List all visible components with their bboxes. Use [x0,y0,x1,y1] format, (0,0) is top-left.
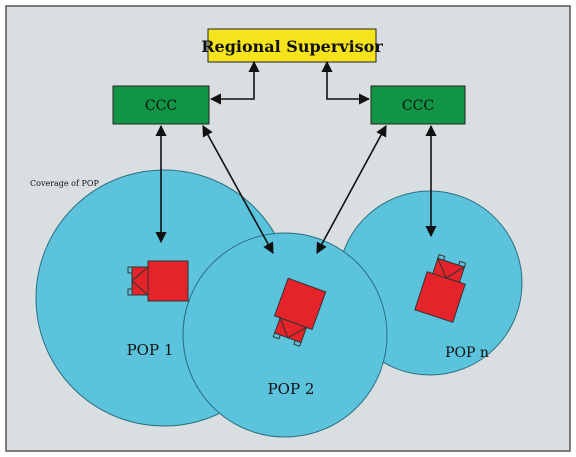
ccc-left-label: CCC [145,98,177,114]
arrow-ccc-right-pop-2 [316,125,387,254]
arrow-ccc-left-pop-2 [202,125,274,254]
ccc-right-label: CCC [402,98,434,114]
coverage-of-pop-label: Coverage of POP [30,179,99,188]
pop-n-label: POP n [445,345,489,361]
arrow-supervisor-ccc-right [321,60,371,105]
regional-supervisor-label: Regional Supervisor [201,37,383,56]
vehicle-pop-2-icon [272,277,327,347]
pop-2-label: POP 2 [268,380,315,398]
vehicle-pop-1-icon [127,260,189,302]
vehicle-pop-n-icon [414,254,467,323]
regional-supervisor-box [207,28,377,63]
ccc-left-box [112,85,210,125]
arrow-supervisor-ccc-left [209,60,260,105]
pop-1-label: POP 1 [127,341,174,359]
ccc-right-box [370,85,466,125]
